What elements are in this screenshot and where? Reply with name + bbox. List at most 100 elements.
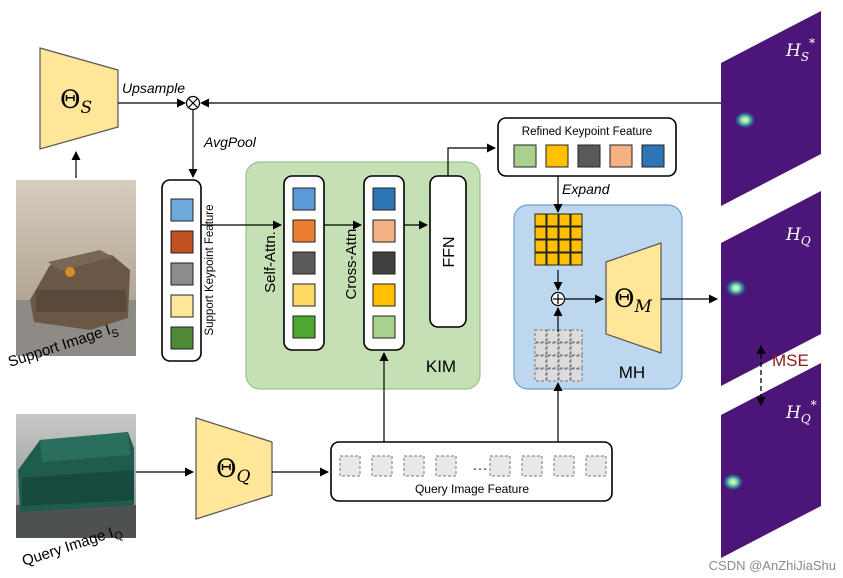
support-encoder-subscript: S xyxy=(81,98,93,118)
query-feature-grid xyxy=(534,329,583,382)
expanded-grid-cell xyxy=(558,252,571,266)
support-feature-cell-4 xyxy=(170,294,194,318)
svg-text:ΘS: ΘS xyxy=(60,85,92,118)
expanded-grid-cell xyxy=(534,252,547,266)
query-feature-cell-4 xyxy=(435,455,457,477)
query-feature-cell-7 xyxy=(553,455,575,477)
expanded-grid-cell xyxy=(546,213,559,227)
cross-attn-cell-4 xyxy=(372,283,396,307)
cross-attn-cell-5 xyxy=(372,315,396,339)
expanded-grid-cell xyxy=(534,226,547,240)
heatmap-support-gt-label: HS* xyxy=(785,36,815,64)
query-grid-cell xyxy=(546,342,559,356)
support-feature-label: Support Keypoint Feature xyxy=(204,204,216,335)
refined-feature-cell-3 xyxy=(577,144,601,168)
heatmap-query-gt: HQ* xyxy=(721,363,821,558)
support-feature-cell-5 xyxy=(170,326,194,350)
query-grid-cell xyxy=(570,342,583,356)
svg-text:ΘM: ΘM xyxy=(614,284,653,317)
query-grid-cell xyxy=(558,355,571,369)
refined-feature-cell-2 xyxy=(545,144,569,168)
mh-label: MH xyxy=(619,363,645,382)
expanded-grid-cell xyxy=(534,213,547,227)
connectors xyxy=(71,98,721,477)
query-grid-cell xyxy=(570,355,583,369)
query-encoder: ΘQ xyxy=(195,417,273,520)
refined-keypoint-feature: Refined Keypoint Feature xyxy=(497,117,677,177)
query-grid-cell xyxy=(546,329,559,343)
query-feature-cell-3 xyxy=(403,455,425,477)
query-grid-cell xyxy=(558,368,571,382)
svg-text:ΘQ: ΘQ xyxy=(216,454,251,487)
expanded-grid-cell xyxy=(570,252,583,266)
mh-decoder-subscript: M xyxy=(634,297,653,317)
query-feature-cell-5 xyxy=(489,455,511,477)
query-grid-cell xyxy=(534,342,547,356)
mh-decoder-symbol: Θ xyxy=(614,284,635,313)
query-encoder-symbol: Θ xyxy=(216,454,237,483)
cross-attn-cell-2 xyxy=(372,219,396,243)
support-feature-cell-1 xyxy=(170,198,194,222)
refined-feature-label: Refined Keypoint Feature xyxy=(522,126,652,138)
query-feature-cell-6 xyxy=(521,455,543,477)
refined-feature-cell-5 xyxy=(641,144,665,168)
support-image xyxy=(16,180,136,356)
query-grid-cell xyxy=(570,329,583,343)
cross-attn-block: Cross-Attn. xyxy=(343,175,405,351)
query-image-feature: ··· Query Image Feature xyxy=(330,441,613,502)
query-feature-cell-2 xyxy=(371,455,393,477)
query-grid-cell xyxy=(546,368,559,382)
heatmap-support-gt: HS* xyxy=(721,11,821,206)
ffn-block: FFN xyxy=(429,175,467,328)
mh-decoder: ΘM xyxy=(605,242,662,354)
cross-attn-cell-1 xyxy=(372,187,396,211)
support-keypoint-feature: Support Keypoint Feature xyxy=(161,179,216,362)
heatmap-query-pred: HQ xyxy=(721,191,821,386)
avgpool-label: AvgPool xyxy=(203,134,257,150)
support-feature-cell-2 xyxy=(170,230,194,254)
expanded-grid-cell xyxy=(546,252,559,266)
query-image xyxy=(16,414,136,538)
expanded-grid-cell xyxy=(570,226,583,240)
query-grid-cell xyxy=(558,342,571,356)
self-attn-cell-4 xyxy=(292,283,316,307)
mh-plus-op xyxy=(550,291,566,307)
query-feature-ellipsis: ··· xyxy=(473,460,488,477)
heatmap-query-pred-label: HQ xyxy=(785,225,811,248)
ffn-label: FFN xyxy=(441,236,458,267)
query-encoder-subscript: Q xyxy=(237,467,251,487)
expanded-grid-cell xyxy=(534,239,547,253)
query-grid-cell xyxy=(534,368,547,382)
expanded-feature-grid xyxy=(534,213,583,266)
expanded-grid-cell xyxy=(558,213,571,227)
self-attn-block: Self-Attn. xyxy=(262,175,325,351)
refined-feature-cell-1 xyxy=(513,144,537,168)
heatmap-query-gt-label: HQ* xyxy=(785,398,817,426)
expanded-grid-cell xyxy=(558,239,571,253)
refined-feature-cell-4 xyxy=(609,144,633,168)
query-feature-cell-8 xyxy=(585,455,607,477)
query-grid-cell xyxy=(546,355,559,369)
expanded-grid-cell xyxy=(570,213,583,227)
upsample-label: Upsample xyxy=(122,80,185,96)
expanded-grid-cell xyxy=(546,239,559,253)
mse-label: MSE xyxy=(772,351,809,370)
self-attn-label: Self-Attn. xyxy=(262,231,279,293)
query-grid-cell xyxy=(534,355,547,369)
expanded-grid-cell xyxy=(546,226,559,240)
kim-label: KIM xyxy=(426,357,456,376)
query-feature-label: Query Image Feature xyxy=(415,482,529,496)
query-feature-cell-1 xyxy=(339,455,361,477)
self-attn-cell-1 xyxy=(292,187,316,211)
support-encoder: ΘS xyxy=(39,47,119,150)
support-feature-cell-3 xyxy=(170,262,194,286)
cross-attn-cell-3 xyxy=(372,251,396,275)
expand-label: Expand xyxy=(562,181,611,197)
multiply-op xyxy=(185,95,201,111)
support-encoder-symbol: Θ xyxy=(60,85,81,114)
expanded-grid-cell xyxy=(558,226,571,240)
watermark: CSDN @AnZhiJiaShu xyxy=(709,558,836,573)
self-attn-cell-3 xyxy=(292,251,316,275)
query-grid-cell xyxy=(534,329,547,343)
